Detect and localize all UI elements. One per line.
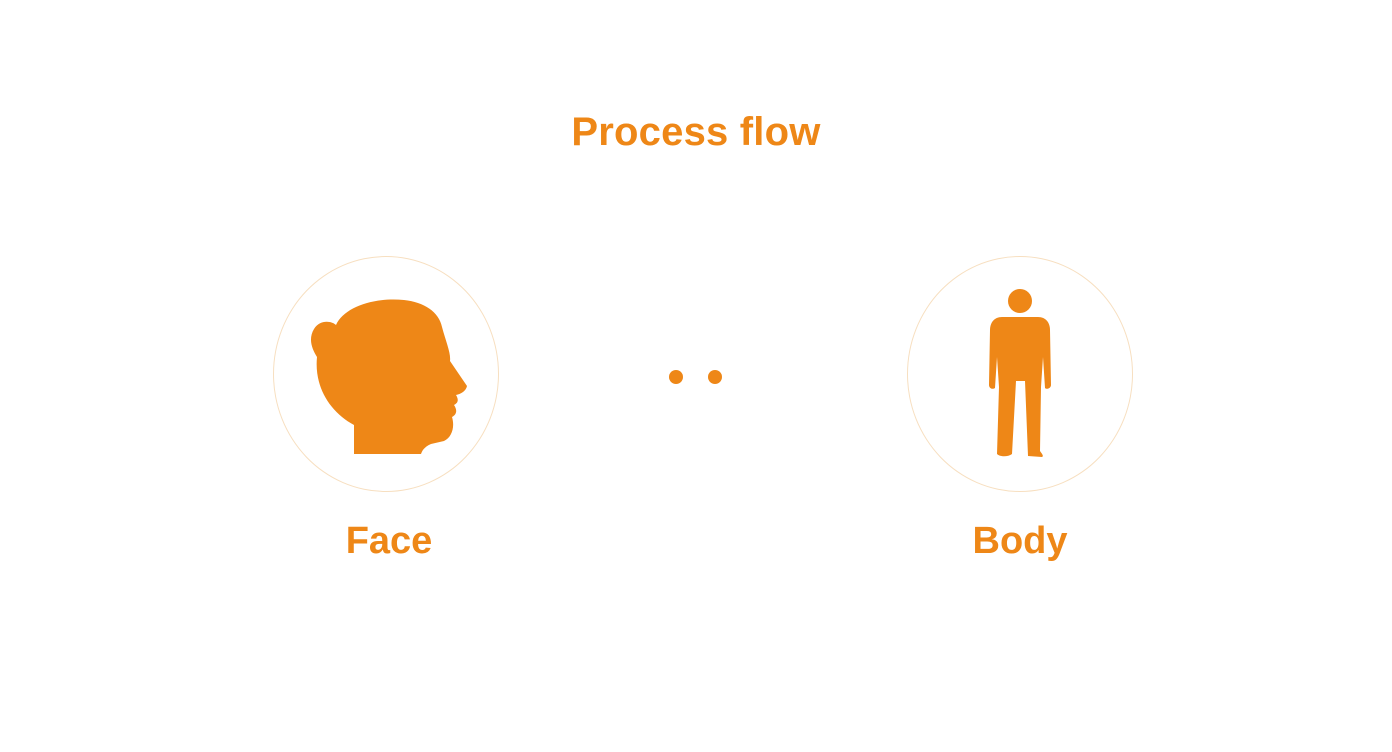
- diagram-title: Process flow: [571, 110, 821, 154]
- head-profile-icon: [310, 299, 467, 454]
- body-node-label: Body: [972, 520, 1068, 562]
- body-node-circle: [907, 256, 1133, 492]
- person-figure-icon: [989, 289, 1051, 457]
- face-node-circle: [273, 256, 499, 492]
- ellipsis-dots-icon: [669, 370, 722, 384]
- face-node-label: Face: [345, 520, 433, 562]
